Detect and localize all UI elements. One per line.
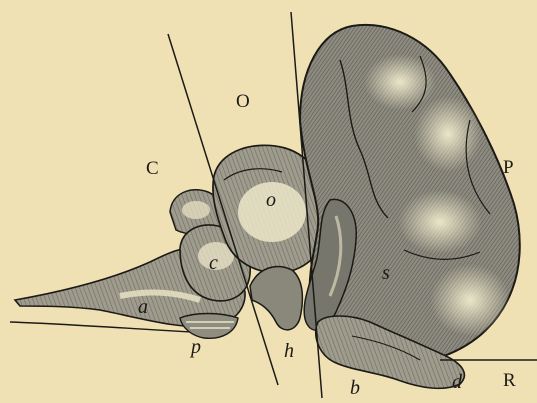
label-p: p bbox=[191, 337, 201, 357]
label-a: a bbox=[138, 297, 148, 317]
label-R: R bbox=[503, 371, 516, 390]
label-c: c bbox=[209, 253, 218, 273]
label-P: P bbox=[503, 158, 514, 177]
label-s: s bbox=[382, 263, 390, 283]
label-O: O bbox=[236, 92, 250, 111]
label-C: C bbox=[146, 159, 159, 178]
label-o: o bbox=[266, 190, 276, 210]
label-h: h bbox=[284, 341, 294, 361]
label-b: b bbox=[350, 378, 360, 398]
label-d: d bbox=[452, 372, 462, 392]
hypophysis-p bbox=[180, 314, 238, 339]
